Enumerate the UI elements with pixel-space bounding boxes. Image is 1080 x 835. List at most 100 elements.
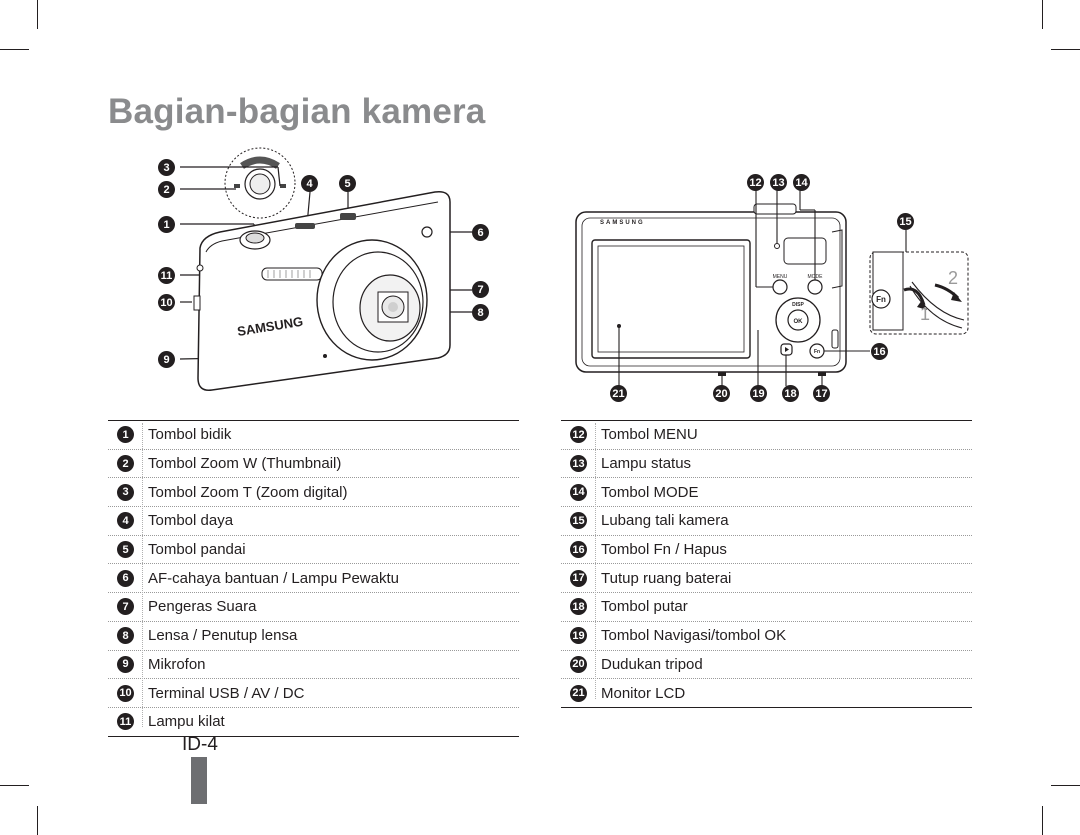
legend-label: Tombol MODE (601, 483, 699, 501)
legend-row: 1 Tombol bidik (108, 421, 519, 450)
crop-mark (1051, 49, 1080, 50)
crop-mark (0, 785, 29, 786)
callout-12: 12 (747, 174, 764, 191)
legend-number: 4 (117, 512, 134, 530)
callout-13: 13 (770, 174, 787, 191)
callout-9: 9 (158, 351, 175, 368)
legend-row: 11 Lampu kilat (108, 708, 519, 737)
legend-number: 5 (117, 541, 134, 559)
legend-number: 6 (117, 569, 134, 587)
legend-label: Tombol MENU (601, 426, 698, 444)
legend-label: Pengeras Suara (148, 598, 257, 616)
legend-label: Lensa / Penutup lensa (148, 627, 298, 645)
menu-button (772, 279, 788, 295)
legend-number: 15 (570, 512, 587, 530)
crop-mark (37, 806, 38, 835)
callout-19: 19 (750, 385, 767, 402)
legend-number: 11 (117, 713, 134, 731)
power-button-body (295, 223, 315, 229)
legend-label: Tombol bidik (148, 426, 232, 444)
legend-number: 3 (117, 483, 134, 501)
legend-number: 20 (570, 655, 587, 673)
legend-number: 14 (570, 483, 587, 501)
callout-2: 2 (158, 181, 175, 198)
disp-button-text: DISP (792, 302, 804, 308)
crop-mark (1042, 0, 1043, 29)
page-number: ID-4 (182, 734, 218, 755)
legend-row: 4 Tombol daya (108, 507, 519, 536)
inset-step-2: 2 (948, 268, 958, 288)
callout-18: 18 (782, 385, 799, 402)
legend-row: 12 Tombol MENU (561, 421, 972, 450)
legend-number: 16 (570, 541, 587, 559)
page-title: Bagian-bagian kamera (108, 92, 486, 131)
legend-label: Lubang tali kamera (601, 512, 729, 530)
legend-number: 17 (570, 569, 587, 587)
legend-number: 9 (117, 655, 134, 673)
inset-step-1: 1 (920, 304, 930, 324)
usb-terminal-cover (193, 295, 201, 311)
legend-label: Tutup ruang baterai (601, 569, 732, 587)
legend-label: Lampu kilat (148, 713, 225, 731)
callout-5: 5 (339, 175, 356, 192)
brand-logo-back: SAMSUNG (600, 220, 645, 226)
legend-label: Dudukan tripod (601, 655, 703, 673)
legend-label: Tombol Zoom W (Thumbnail) (148, 455, 342, 473)
callout-6: 6 (472, 224, 489, 241)
legend-label: Tombol putar (601, 598, 688, 616)
legend-label: Tombol pandai (148, 541, 246, 559)
legend-divider (595, 423, 596, 699)
status-lamp (774, 243, 780, 249)
callout-20: 20 (713, 385, 730, 402)
section-tab (191, 757, 207, 804)
mode-button (807, 279, 823, 295)
callout-17: 17 (813, 385, 830, 402)
legend-label: AF-cahaya bantuan / Lampu Pewaktu (148, 569, 399, 587)
legend-number: 12 (570, 426, 587, 444)
legend-label: Monitor LCD (601, 684, 686, 702)
menu-button-text: MENU (773, 274, 788, 280)
inset-fn-button (871, 289, 891, 309)
legend-row: 17 Tutup ruang baterai (561, 564, 972, 594)
legend-number: 1 (117, 426, 134, 444)
legend-row: 5 Tombol pandai (108, 536, 519, 565)
legend-number: 8 (117, 627, 134, 645)
legend-right: 12 Tombol MENU 13 Lampu status 14 Tombol MO… (561, 420, 972, 708)
crop-mark (1042, 806, 1043, 835)
legend-number: 7 (117, 598, 134, 616)
callout-8: 8 (472, 304, 489, 321)
legend-label: Lampu status (601, 455, 692, 473)
crop-mark (0, 49, 29, 50)
callout-16: 16 (871, 343, 888, 360)
callout-10: 10 (158, 294, 175, 311)
ok-button-text: OK (794, 319, 804, 325)
legend-row: 8 Lensa / Penutup lensa (108, 622, 519, 651)
callout-15: 15 (897, 213, 914, 230)
inset-fn-text: Fn (876, 295, 886, 304)
callout-4: 4 (301, 175, 318, 192)
legend-number: 19 (570, 627, 587, 645)
callout-11: 11 (158, 267, 175, 284)
legend-row: 7 Pengeras Suara (108, 593, 519, 622)
legend-number: 10 (117, 684, 134, 702)
camera-front-illustration: SAMSUNG (179, 147, 472, 391)
legend-label: Tombol daya (148, 512, 234, 530)
fn-button-text: Fn (814, 349, 820, 355)
callout-3: 3 (158, 159, 175, 176)
callout-14: 14 (793, 174, 810, 191)
legend-row: 13 Lampu status (561, 450, 972, 479)
legend-row: 20 Dudukan tripod (561, 651, 972, 680)
crop-mark (37, 0, 38, 29)
callout-7: 7 (472, 281, 489, 298)
legend-row: 14 Tombol MODE (561, 478, 972, 508)
legend-number: 13 (570, 455, 587, 473)
legend-row: 6 AF-cahaya bantuan / Lampu Pewaktu (108, 564, 519, 594)
crop-mark (1051, 785, 1080, 786)
